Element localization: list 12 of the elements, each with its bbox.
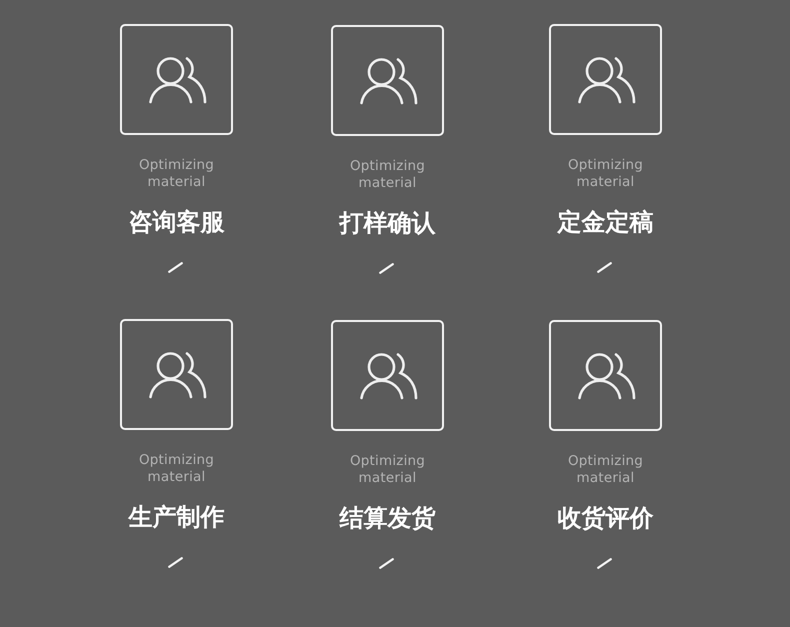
subtitle: Optimizing material	[567, 453, 644, 487]
step-title: 定金定稿	[558, 208, 654, 237]
subtitle: Optimizing material	[349, 158, 426, 192]
subtitle: Optimizing material	[138, 452, 215, 486]
step-title: 收货评价	[558, 504, 654, 533]
step-title: 咨询客服	[128, 208, 224, 237]
step-title: 打样确认	[340, 209, 436, 238]
subtitle: Optimizing material	[567, 157, 644, 191]
step-title: 结算发货	[340, 504, 436, 533]
subtitle: Optimizing material	[138, 157, 215, 191]
subtitle: Optimizing material	[349, 453, 426, 487]
step-title: 生产制作	[128, 503, 224, 532]
